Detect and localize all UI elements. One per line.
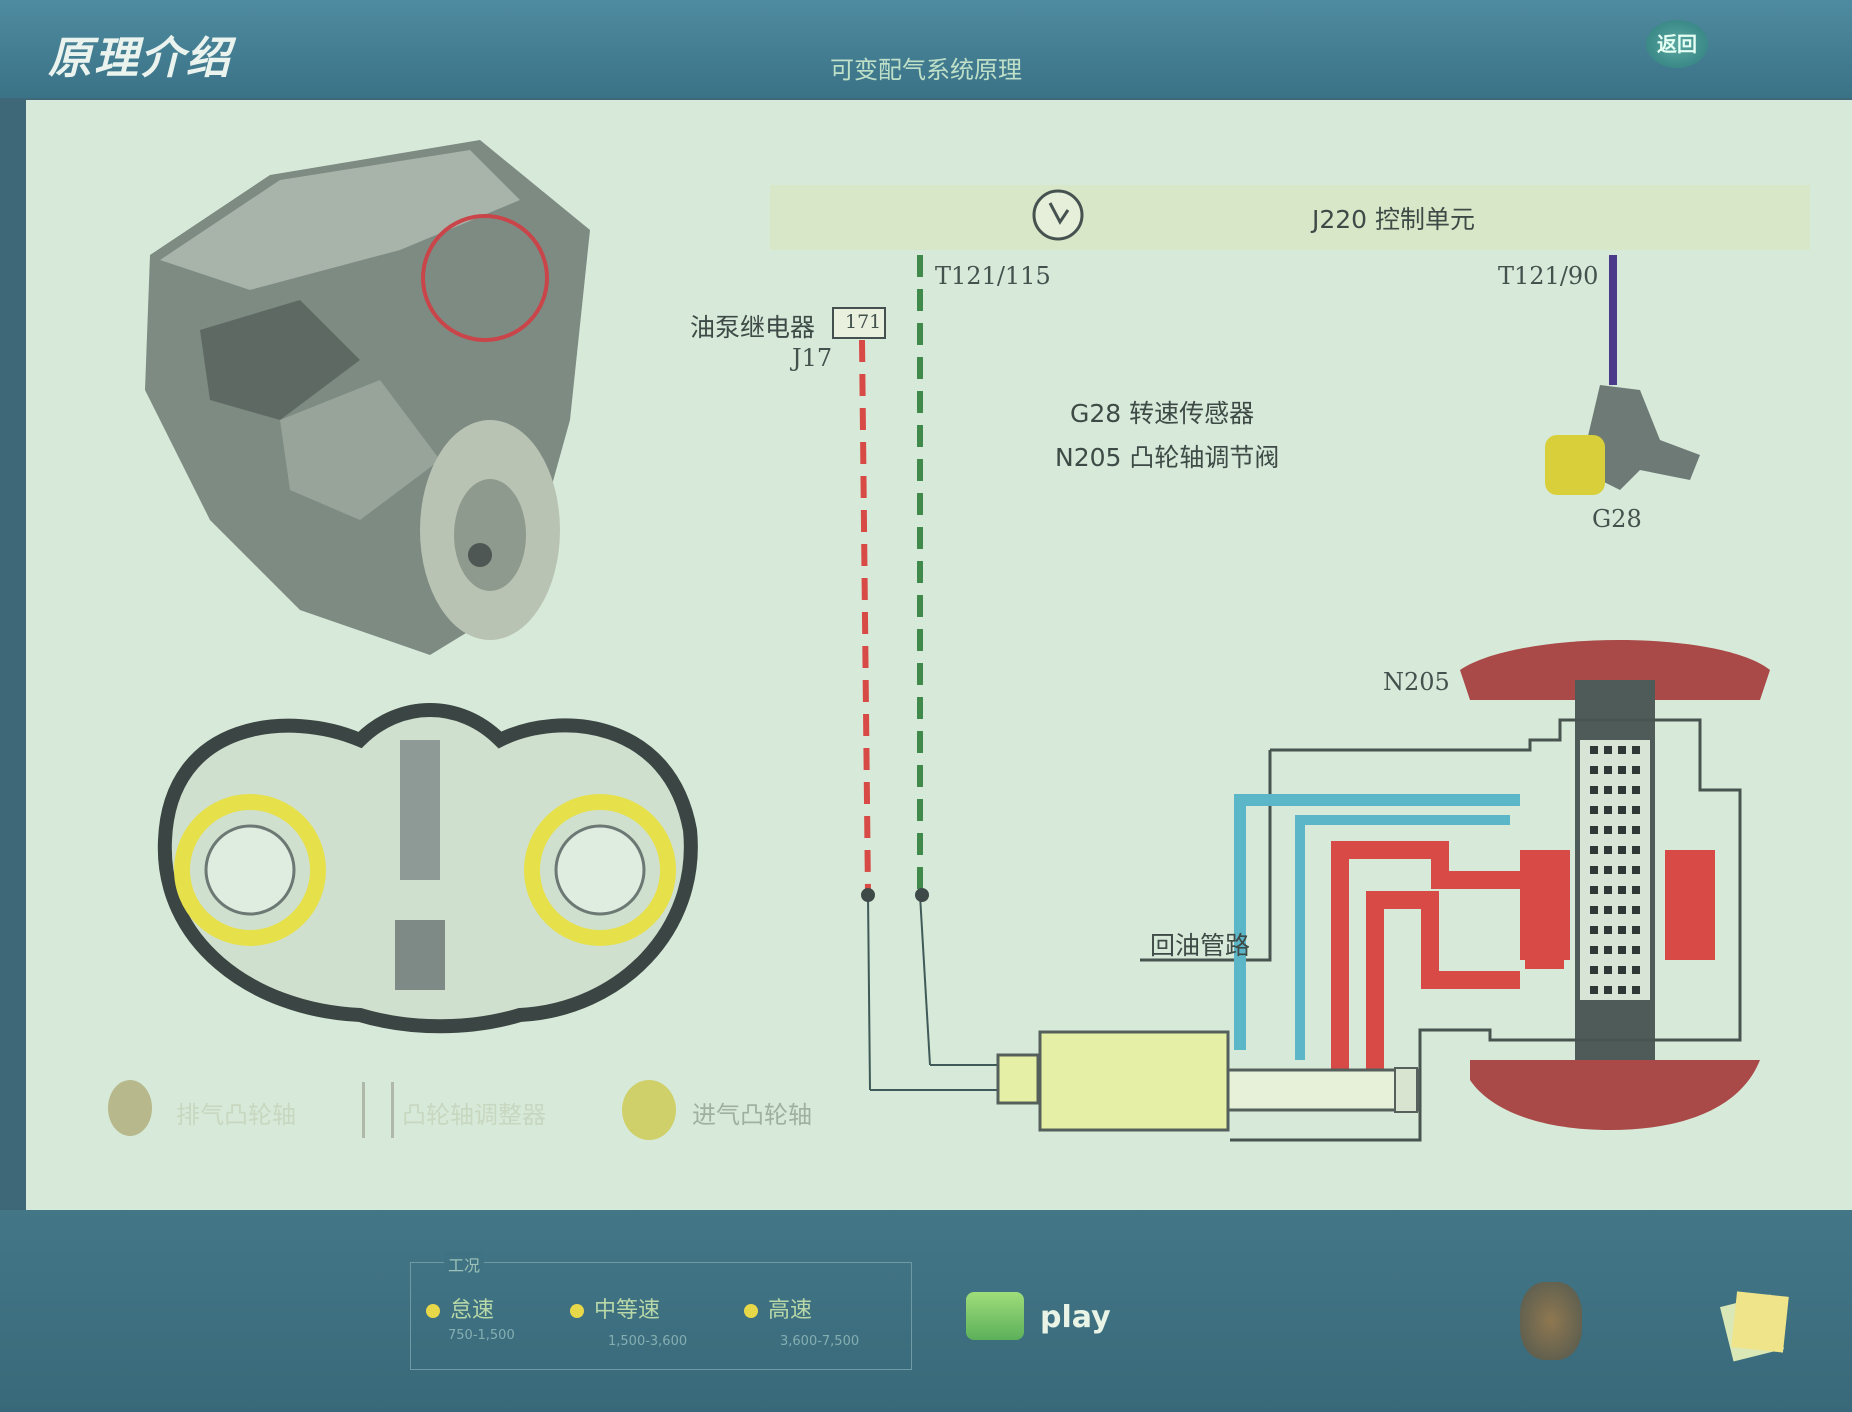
g28-sensor bbox=[1545, 385, 1700, 495]
legend-exhaust-cam-icon bbox=[108, 1080, 152, 1136]
relay-number: 171 bbox=[845, 311, 882, 333]
play-button[interactable] bbox=[966, 1292, 1024, 1340]
tensioner bbox=[400, 740, 440, 880]
n205-label: N205 bbox=[1383, 668, 1450, 696]
control-unit-label: J220 控制单元 bbox=[1312, 205, 1476, 234]
mode-panel-title: 工况 bbox=[444, 1252, 485, 1276]
mode-label: 怠速 bbox=[450, 1298, 495, 1323]
mode-option-medium[interactable]: 中等速 bbox=[570, 1292, 660, 1324]
radio-dot-icon bbox=[570, 1304, 584, 1318]
intake-sprocket bbox=[524, 794, 676, 946]
g28-description: G28 转速传感器 bbox=[1070, 399, 1255, 428]
legend-intake-cam: 进气凸轮轴 bbox=[692, 1101, 812, 1129]
legend-intake-cam-icon bbox=[622, 1080, 676, 1140]
mode-label: 中等速 bbox=[594, 1298, 661, 1323]
n205-valve bbox=[996, 640, 1770, 1142]
mode-rpm: 3,600-7,500 bbox=[780, 1334, 860, 1349]
legend-adjuster-icon bbox=[362, 1082, 394, 1138]
mode-option-idle[interactable]: 怠速 bbox=[426, 1292, 494, 1324]
relay-wire bbox=[859, 339, 871, 896]
mode-panel bbox=[410, 1262, 912, 1370]
app-title: 原理介绍 bbox=[48, 33, 232, 84]
cards-icon[interactable] bbox=[1718, 1290, 1789, 1364]
mode-rpm: 1,500-3,600 bbox=[608, 1334, 688, 1349]
g28-label: G28 bbox=[1592, 505, 1642, 533]
relay-label: 油泵继电器 bbox=[690, 313, 816, 342]
page-title: 可变配气系统原理 bbox=[830, 56, 1022, 84]
mode-rpm: 750-1,500 bbox=[448, 1328, 515, 1343]
timing-chain-diagram bbox=[157, 703, 698, 1034]
highlight-circle bbox=[421, 214, 549, 342]
pin-115-label: T121/115 bbox=[935, 262, 1051, 290]
mode-label: 高速 bbox=[768, 1298, 813, 1323]
radio-dot-icon bbox=[426, 1304, 440, 1318]
exhaust-sprocket bbox=[174, 794, 326, 946]
relay-code: J17 bbox=[792, 344, 833, 372]
return-line-label: 回油管路 bbox=[1150, 931, 1251, 960]
engine-image bbox=[145, 140, 590, 655]
pin-90-label: T121/90 bbox=[1498, 262, 1599, 290]
engine-icon[interactable] bbox=[1520, 1282, 1582, 1360]
legend-exhaust-cam: 排气凸轮轴 bbox=[176, 1101, 296, 1129]
mode-option-high[interactable]: 高速 bbox=[744, 1292, 812, 1324]
back-button[interactable]: 返回 bbox=[1646, 20, 1708, 68]
radio-dot-icon bbox=[744, 1304, 758, 1318]
header-bar: 原理介绍 可变配气系统原理 返回 bbox=[0, 0, 1852, 98]
legend-adjuster: 凸轮轴调整器 bbox=[402, 1101, 546, 1129]
n205-description: N205 凸轮轴调节阀 bbox=[1055, 443, 1280, 472]
control-unit-bar bbox=[770, 185, 1810, 250]
play-label[interactable]: play bbox=[1040, 1300, 1111, 1335]
relay-box bbox=[832, 307, 886, 339]
